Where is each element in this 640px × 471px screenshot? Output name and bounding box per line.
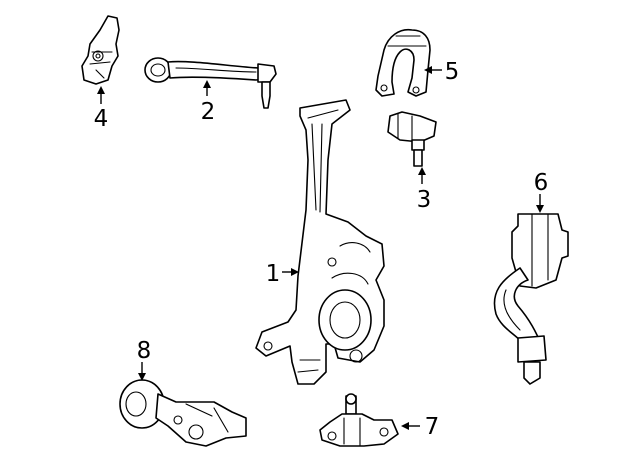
part-7-ball-joint[interactable] bbox=[319, 393, 399, 447]
leader-1 bbox=[282, 268, 299, 276]
part-3-ball-joint[interactable] bbox=[387, 111, 437, 167]
leader-3 bbox=[418, 167, 426, 184]
part-6-lower-control-arm[interactable] bbox=[493, 213, 569, 385]
leader-2 bbox=[203, 80, 211, 96]
callout-7: 7 bbox=[425, 414, 440, 440]
part-8-lower-control-arm[interactable] bbox=[119, 379, 247, 447]
leader-7 bbox=[401, 422, 420, 430]
callout-2: 2 bbox=[201, 99, 216, 125]
callout-3: 3 bbox=[417, 187, 432, 213]
callout-8: 8 bbox=[137, 338, 152, 364]
leader-5 bbox=[424, 66, 442, 74]
leader-6 bbox=[536, 194, 544, 213]
leader-4 bbox=[97, 86, 105, 104]
part-1-steering-knuckle[interactable] bbox=[255, 99, 385, 385]
leader-8 bbox=[138, 362, 146, 381]
callout-1: 1 bbox=[266, 261, 281, 287]
part-2-upper-control-arm[interactable] bbox=[144, 57, 277, 109]
part-4-bracket[interactable] bbox=[81, 15, 120, 85]
callout-5: 5 bbox=[445, 59, 460, 85]
callout-4: 4 bbox=[94, 106, 109, 132]
callout-6: 6 bbox=[534, 170, 549, 196]
part-5-upper-arm-bracket[interactable] bbox=[375, 28, 431, 97]
